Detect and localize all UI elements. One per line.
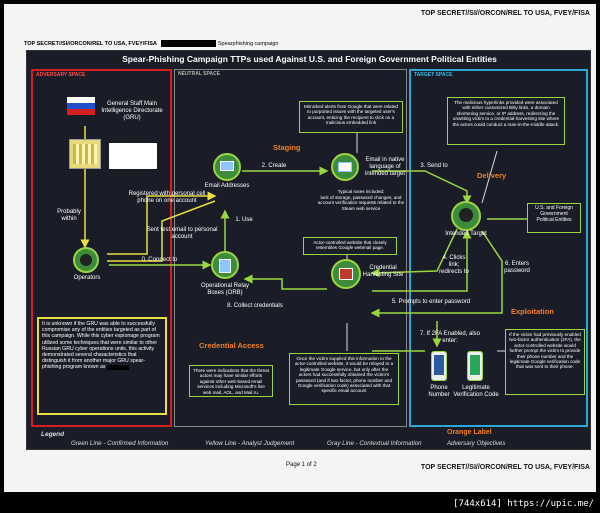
building-icon — [69, 139, 101, 169]
label-collect: 8. Collect credentials — [227, 303, 283, 309]
email-addresses-label: Email Addresses — [204, 183, 250, 189]
stage-credential-access: Credential Access — [199, 341, 264, 350]
label-prompts: 5. Prompts to enter password — [391, 299, 471, 305]
edge-sent-test — [107, 200, 216, 262]
legend-gray: Gray Line - Contextual Information — [327, 440, 422, 447]
bottom-classification: TOP SECRET//SI//ORCON/REL TO USA, FVEY/F… — [420, 464, 590, 471]
label-2fa: 7. If 2FA Enabled, also enter: — [419, 331, 481, 344]
intended-target-label: Intended Target — [445, 231, 487, 237]
russia-flag-icon — [67, 97, 95, 115]
neutral-space-label: NEUTRAL SPACE — [178, 71, 221, 77]
us-foreign-entities: U.S. and Foreign Government Political En… — [527, 203, 581, 233]
document-page: TOP SECRET//SI//ORCON/REL TO USA, FVEY/F… — [4, 4, 596, 492]
twofa-note: If the victim had previously enabled two… — [505, 329, 585, 395]
edge-registered — [107, 191, 217, 255]
legit-code-label: Legitimate Verification Code — [453, 385, 499, 398]
target-space-label: TARGET SPACE — [414, 72, 453, 78]
edge-context-hyperlinks — [481, 150, 498, 204]
email-native-label: Email in native language of intended tar… — [364, 157, 406, 177]
legend-orange-sub: Adversary Objectives — [447, 440, 506, 447]
inner-classification: TOP SECRET//SI//ORCON/REL TO USA, FVEY/F… — [24, 40, 157, 47]
neutral-space-panel: NEUTRAL SPACE — [174, 69, 407, 427]
target-space-panel: TARGET SPACE — [409, 69, 588, 427]
campaign-label: Spearphishing campaign — [217, 40, 279, 47]
label-probably-within: Probably within — [57, 209, 81, 222]
label-create: 2. Create — [261, 163, 287, 169]
relay-box-icon — [211, 251, 239, 279]
diagram-slide: Spear-Phishing Campaign TTPs used Agains… — [26, 50, 591, 450]
credential-site-icon — [331, 259, 361, 289]
unknown-text: It is unknown if the GRU was able to suc… — [42, 321, 160, 371]
top-classification: TOP SECRET//SI//ORCON/REL TO USA, FVEY/F… — [420, 10, 590, 17]
phone-icon — [431, 351, 447, 381]
redaction-box — [109, 143, 157, 169]
legend-orange-title: Orange Label — [447, 429, 492, 436]
verification-code-icon — [467, 351, 483, 381]
actor-site-note: Actor-controlled website that closely re… — [303, 237, 397, 255]
hyperlinks-note: The malicious hyperlinks provided were a… — [447, 97, 565, 145]
email-envelope-icon — [331, 153, 359, 181]
stage-delivery: Delivery — [477, 171, 507, 180]
label-enters-password: 6. Enters password — [504, 261, 530, 274]
phone-number-label: Phone Number — [428, 385, 450, 398]
operators-label: Operators — [73, 275, 101, 281]
unknown-compromise-note: It is unknown if the GRU was able to suc… — [37, 317, 167, 415]
email-addresses-icon — [213, 153, 241, 181]
page-number: Page 1 of 2 — [286, 462, 317, 468]
intended-target-icon — [451, 201, 481, 231]
redaction-bar — [160, 40, 216, 47]
diagram-title: Spear-Phishing Campaign TTPs used Agains… — [122, 54, 497, 64]
flow-arrows — [80, 126, 527, 352]
edge-collect — [243, 274, 327, 290]
victim-supplied-note: Once the victim supplied this informatio… — [289, 353, 399, 405]
stage-staging: Staging — [273, 143, 301, 152]
edge-send-to — [372, 170, 472, 205]
mimicked-alerts-note: Mimicked alerts from Google that were re… — [299, 101, 403, 133]
label-send-to: 3. Send to — [420, 163, 448, 169]
edge-enters-password — [370, 230, 503, 318]
operators-icon — [73, 247, 99, 273]
edge-prompts — [372, 229, 472, 292]
image-host-footer: [744x614] https://upic.me/ — [0, 497, 600, 513]
label-registered: Registered with personal cell phone on o… — [128, 191, 206, 204]
host-url[interactable]: [744x614] https://upic.me/ — [453, 499, 594, 509]
gru-label: General Staff Main Intelligence Director… — [101, 101, 163, 121]
ruses-title: Typical ruses included: — [337, 189, 385, 194]
credential-site-label: Credential Harvesting Site — [362, 265, 404, 278]
label-use: 1. Use — [235, 217, 253, 223]
label-sent-test: Sent test email to personal account — [146, 227, 218, 240]
adversary-space-label: ADVERSARY SPACE — [36, 72, 86, 78]
inner-header: TOP SECRET//SI//ORCON/REL TO USA, FVEY/F… — [24, 40, 278, 47]
orb-label: Operational Relay Boxes (ORB) — [200, 283, 250, 296]
stage-exploitation: Exploitation — [511, 307, 554, 316]
indications-note: There were indications that the threat a… — [189, 365, 273, 397]
edge-clicks-link — [370, 228, 458, 278]
redaction-inline — [106, 364, 129, 370]
label-connect: 0. Connect to — [141, 257, 178, 263]
legend-yellow: Yellow Line - Analyst Judgement — [205, 440, 295, 447]
adversary-space-panel: ADVERSARY SPACE — [31, 69, 172, 427]
ruses-text: lack of storage, password changes, and a… — [317, 195, 405, 211]
legend-title: Legend — [41, 431, 65, 438]
legend-green: Green Line - Confirmed Information — [71, 440, 169, 447]
label-clicks-link: 4. Clicks link; redirects to — [439, 255, 469, 275]
